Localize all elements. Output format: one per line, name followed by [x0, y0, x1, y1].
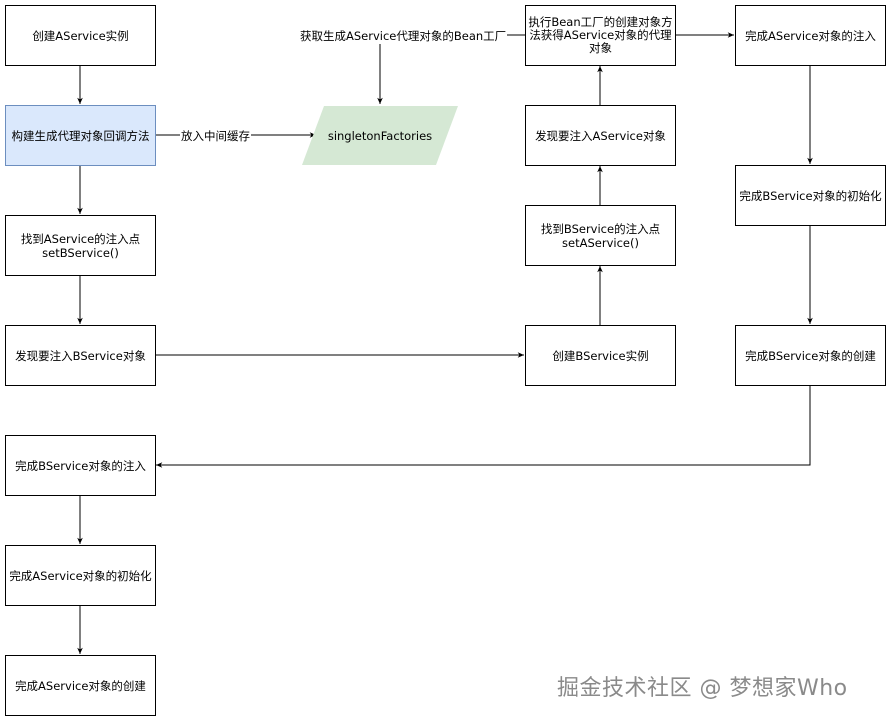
- need-inject-bservice-node: 发现要注入BService对象: [5, 325, 156, 386]
- create-aservice-node: 创建AService实例: [5, 5, 156, 66]
- aservice-init-done-node: 完成AService对象的初始化: [5, 545, 156, 606]
- exec-bean-factory-node: 执行Bean工厂的创建对象方法获得AService对象的代理对象: [525, 5, 676, 66]
- bservice-create-done-node: 完成BService对象的创建: [735, 325, 886, 386]
- aservice-inject-done-node: 完成AService对象的注入: [735, 5, 886, 66]
- edge-b-create-to-b-inject: [156, 385, 811, 468]
- edge-exec-factory-to-cache: [377, 34, 525, 104]
- need-inject-aservice-node: 发现要注入AService对象: [525, 105, 676, 166]
- get-factory-edge-label: 获取生成AService代理对象的Bean工厂: [299, 28, 508, 44]
- bservice-init-done-node: 完成BService对象的初始化: [735, 165, 886, 226]
- aservice-create-done-node: 完成AService对象的创建: [5, 655, 156, 716]
- build-proxy-callback-node: 构建生成代理对象回调方法: [5, 105, 156, 166]
- bservice-inject-done-node: 完成BService对象的注入: [5, 435, 156, 496]
- put-cache-edge-label: 放入中间缓存: [180, 128, 251, 144]
- create-bservice-node: 创建BService实例: [525, 325, 676, 386]
- parallelogram-shape: [302, 106, 458, 165]
- watermark-text: 掘金技术社区 @ 梦想家Who: [557, 676, 848, 701]
- singleton-factories-node: singletonFactories: [302, 106, 458, 165]
